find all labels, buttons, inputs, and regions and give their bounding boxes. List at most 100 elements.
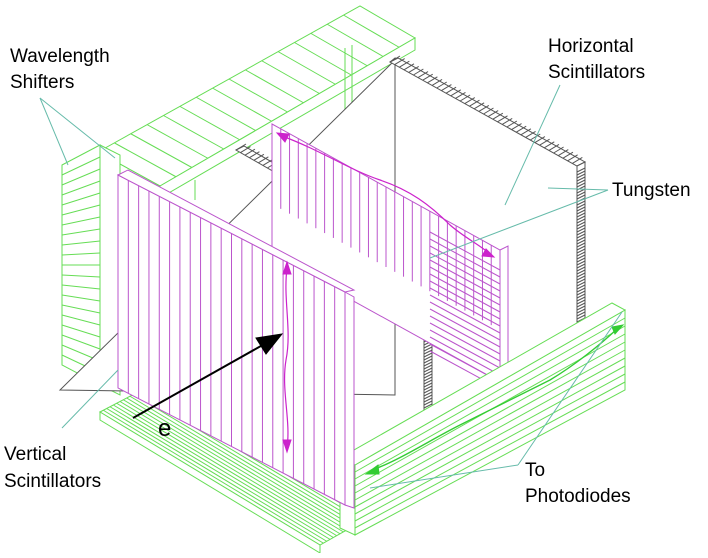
tungsten-back-top-hatch: [492, 112, 504, 120]
light-arrowhead-left: [275, 132, 290, 143]
tungsten-back-post-hatch: [576, 284, 586, 290]
bottom-shifter-face-strip: [103, 409, 324, 544]
top-shifter-face-strip: [179, 105, 240, 141]
tungsten-back-post-hatch: [576, 305, 586, 311]
tungsten-front-post-hatch: [423, 376, 433, 382]
tungsten-back-top-hatch: [473, 102, 485, 110]
tungsten-back-top-hatch: [497, 115, 508, 123]
tungsten-back-top-hatch: [441, 84, 452, 92]
leader-photodiodes-2: [517, 311, 623, 466]
top-shifter-face-strip: [327, 23, 384, 57]
horizontal-scintillator-plane: [271, 123, 509, 390]
horizontal-scint-strip-h: [429, 252, 501, 292]
label-vertical-line1: Vertical: [4, 444, 66, 465]
tungsten-back-post-hatch: [576, 266, 586, 272]
tungsten-back-post-hatch: [576, 218, 586, 224]
top-shifter-face-strip: [163, 115, 224, 150]
tungsten-back-post-hatch: [576, 224, 586, 230]
tungsten-front-top-hatch: [253, 153, 265, 161]
horizontal-scint-strip-h: [429, 329, 501, 369]
horizontal-scint-strip-h: [429, 287, 501, 327]
tungsten-back-top-hatch: [506, 120, 518, 128]
leader-lines: [39, 84, 623, 489]
tungsten-back-top-hatch: [408, 65, 419, 73]
bottom-shifter-face-strip: [129, 395, 351, 529]
tungsten-front-top-hatch: [235, 143, 247, 151]
label-vertical-line2: Scintillators: [4, 471, 101, 492]
left-shifter-strip: [61, 240, 101, 246]
horizontal-scint-strip-h: [429, 273, 501, 313]
left-shifter-strip: [61, 304, 101, 314]
tungsten-front-post-hatch: [423, 379, 433, 385]
tungsten-front-post-hatch: [423, 352, 433, 358]
left-shifter-strip: [61, 274, 101, 278]
tungsten-front-post-hatch: [423, 388, 433, 394]
top-shifter-face-strip: [130, 133, 193, 168]
horizontal-scint-face: [271, 123, 501, 390]
tungsten-front-post-hatch: [423, 382, 433, 388]
horizontal-scint-strip-h: [429, 266, 501, 306]
tungsten-back-post-hatch: [576, 263, 586, 269]
tungsten-front-post-hatch: [423, 349, 433, 355]
left-shifter-strip: [61, 324, 101, 338]
horizontal-scint-strip-h: [429, 245, 501, 285]
top-shifter-face-strip: [277, 51, 336, 85]
tungsten-back-post-hatch: [576, 275, 586, 281]
tungsten-front-post-hatch: [423, 373, 433, 379]
tungsten-front-top-hatch: [249, 151, 260, 159]
label-wavelength-line1: Wavelength: [10, 46, 110, 67]
tungsten-back-post-hatch: [576, 308, 586, 314]
tungsten-back-top-hatch: [529, 133, 541, 141]
left-shifter-strip: [61, 168, 101, 186]
top-shifter-face-strip: [212, 87, 272, 122]
left-shifter-strip: [61, 204, 101, 216]
left-shifter-strip: [61, 156, 101, 176]
tungsten-front-top-hatch: [262, 158, 274, 166]
tungsten-front-post-hatch: [423, 367, 433, 373]
tungsten-back-top-hatch: [459, 94, 471, 102]
tungsten-front-post-hatch: [423, 394, 433, 400]
tungsten-back-top-hatch: [544, 141, 555, 149]
label-tungsten: Tungsten: [612, 180, 691, 201]
left-shifter-strip: [61, 314, 101, 326]
top-shifter-face-strip: [196, 96, 256, 131]
tungsten-back-top-hatch: [436, 81, 448, 89]
horizontal-scint-edge: [499, 245, 509, 383]
label-photodiodes: Photodiodes: [525, 486, 631, 507]
bottom-shifter-face-strip: [126, 397, 347, 531]
tungsten-back-top-hatch: [483, 107, 494, 115]
tungsten-front-top-hatch: [244, 148, 256, 156]
tungsten-back-post-hatch: [576, 287, 586, 293]
electron-arrowhead: [255, 333, 284, 355]
light-paths: [275, 132, 625, 475]
tungsten-front-post-hatch: [423, 364, 433, 370]
right-shifter-strip: [354, 341, 626, 494]
tungsten-front-post-hatch: [423, 361, 433, 367]
horizontal-scint-strip-h: [429, 336, 501, 376]
tungsten-back-top-hatch: [478, 104, 490, 112]
bottom-shifter-face-strip: [109, 406, 331, 540]
horizontal-scint-strip-h: [429, 308, 501, 348]
top-shifter-face: [96, 5, 416, 187]
tungsten-back-top-hatch: [417, 71, 429, 79]
tungsten-back-post-hatch: [576, 236, 586, 242]
tungsten-back-top-hatch: [525, 130, 536, 138]
electron-arrow-shaft: [132, 341, 269, 419]
tungsten-back-post-hatch: [576, 221, 586, 227]
vertical-scint-top: [116, 169, 356, 293]
tungsten-back-post-hatch: [576, 200, 586, 206]
top-shifter-face-strip: [294, 42, 352, 76]
tungsten-back-post-hatch: [576, 227, 586, 233]
bottom-shifter-face-strip: [123, 399, 344, 533]
tungsten-back-top-hatch: [553, 146, 564, 154]
tungsten-back-post-hatch: [576, 182, 586, 188]
right-shifter-strip: [354, 349, 626, 501]
tungsten-back-top-hatch: [450, 89, 462, 97]
tungsten-back-post-hatch: [576, 296, 586, 302]
tungsten-back-top-hatch: [427, 76, 438, 84]
top-shifter-face-strip: [310, 32, 368, 67]
tungsten-back-post-hatch: [576, 167, 586, 173]
light-arrowhead-down: [282, 439, 292, 454]
horizontal-scint-strip-h: [429, 322, 501, 362]
